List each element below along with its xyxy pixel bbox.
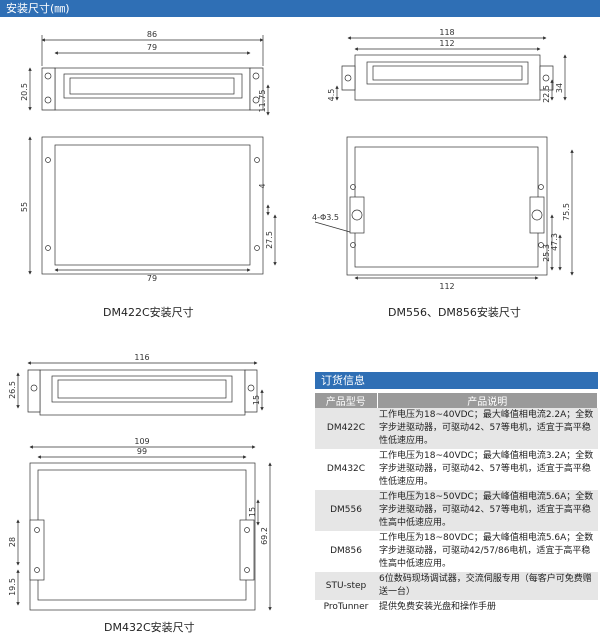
model-cell: DM422C bbox=[315, 408, 377, 449]
order-table: 产品型号 产品说明 DM422C 工作电压为18~40VDC；最大峰值相电流2.… bbox=[315, 393, 598, 615]
dim-text: 22.5 bbox=[542, 85, 551, 103]
table-row: ProTunner 提供免费安装光盘和操作手册 bbox=[315, 600, 598, 615]
dim-text: 79 bbox=[147, 274, 157, 283]
caption-dm422c: DM422C安装尺寸 bbox=[103, 306, 194, 319]
dim-text: 47.3 bbox=[550, 233, 559, 251]
dim-text: 4 bbox=[258, 183, 267, 188]
model-cell: STU-step bbox=[315, 572, 377, 600]
model-cell: DM556 bbox=[315, 490, 377, 531]
order-info-panel: 订货信息 产品型号 产品说明 DM422C 工作电压为18~40VDC；最大峰值… bbox=[315, 372, 598, 615]
dm556-top-view bbox=[314, 36, 574, 280]
desc-cell: 工作电压为18~40VDC；最大峰值相电流3.2A；全数字步进驱动器，可驱动42… bbox=[377, 449, 598, 490]
col-desc: 产品说明 bbox=[377, 393, 598, 408]
dim-text: 19.5 bbox=[8, 578, 17, 596]
dim-text: 11.75 bbox=[258, 90, 267, 113]
section-header: 安装尺寸(㎜) bbox=[0, 0, 600, 17]
dim-text: 116 bbox=[134, 353, 149, 362]
dim-text: 4.5 bbox=[327, 89, 336, 102]
dim-text: 55 bbox=[20, 202, 29, 212]
dim-text: 99 bbox=[137, 447, 147, 456]
table-header: 产品型号 产品说明 bbox=[315, 393, 598, 408]
col-model: 产品型号 bbox=[315, 393, 378, 408]
dim-text: 25.3 bbox=[542, 244, 551, 262]
table-row: DM856 工作电压为18~80VDC；最大峰值相电流5.6A；全数字步进驱动器… bbox=[315, 531, 598, 572]
dim-text: 28 bbox=[8, 537, 17, 547]
dim-text: 20.5 bbox=[20, 83, 29, 101]
dim-text: 4-Φ3.5 bbox=[312, 213, 339, 222]
desc-cell: 工作电压为18~80VDC；最大峰值相电流5.6A；全数字步进驱动器，可驱动42… bbox=[377, 531, 598, 572]
dim-text: 27.5 bbox=[265, 231, 274, 249]
dim-text: 112 bbox=[439, 282, 454, 291]
dim-text: 69.2 bbox=[260, 527, 269, 545]
model-cell: DM432C bbox=[315, 449, 377, 490]
dim-text: 15 bbox=[248, 507, 257, 517]
desc-cell: 工作电压为18~50VDC；最大峰值相电流5.6A；全数字步进驱动器，可驱动42… bbox=[377, 490, 598, 531]
table-row: DM422C 工作电压为18~40VDC；最大峰值相电流2.2A；全数字步进驱动… bbox=[315, 408, 598, 449]
table-row: STU-step 6位数码现场调试器，交流伺服专用（每客户可免费赠送一台） bbox=[315, 572, 598, 600]
dim-text: 118 bbox=[439, 28, 454, 37]
desc-cell: 提供免费安装光盘和操作手册 bbox=[377, 600, 598, 615]
dim-text: 26.5 bbox=[8, 381, 17, 399]
dim-text: 86 bbox=[147, 30, 157, 39]
dim-text: 112 bbox=[439, 39, 454, 48]
dim-text: 79 bbox=[147, 43, 157, 52]
dm422c-top-view bbox=[28, 35, 277, 275]
model-cell: DM856 bbox=[315, 531, 377, 572]
dm432c-views bbox=[16, 361, 272, 611]
order-info-title: 订货信息 bbox=[315, 372, 598, 389]
model-cell: ProTunner bbox=[315, 600, 377, 615]
dim-text: 15 bbox=[252, 395, 261, 405]
desc-cell: 6位数码现场调试器，交流伺服专用（每客户可免费赠送一台） bbox=[377, 572, 598, 600]
caption-dm432c: DM432C安装尺寸 bbox=[104, 621, 195, 634]
dim-text: 75.5 bbox=[562, 203, 571, 221]
section-title: 安装尺寸(㎜) bbox=[6, 2, 70, 15]
dim-text: 34 bbox=[555, 83, 564, 93]
desc-cell: 工作电压为18~40VDC；最大峰值相电流2.2A；全数字步进驱动器，可驱动42… bbox=[377, 408, 598, 449]
table-row: DM556 工作电压为18~50VDC；最大峰值相电流5.6A；全数字步进驱动器… bbox=[315, 490, 598, 531]
table-row: DM432C 工作电压为18~40VDC；最大峰值相电流3.2A；全数字步进驱动… bbox=[315, 449, 598, 490]
dim-text: 109 bbox=[134, 437, 149, 446]
caption-dm556: DM556、DM856安装尺寸 bbox=[388, 306, 521, 319]
